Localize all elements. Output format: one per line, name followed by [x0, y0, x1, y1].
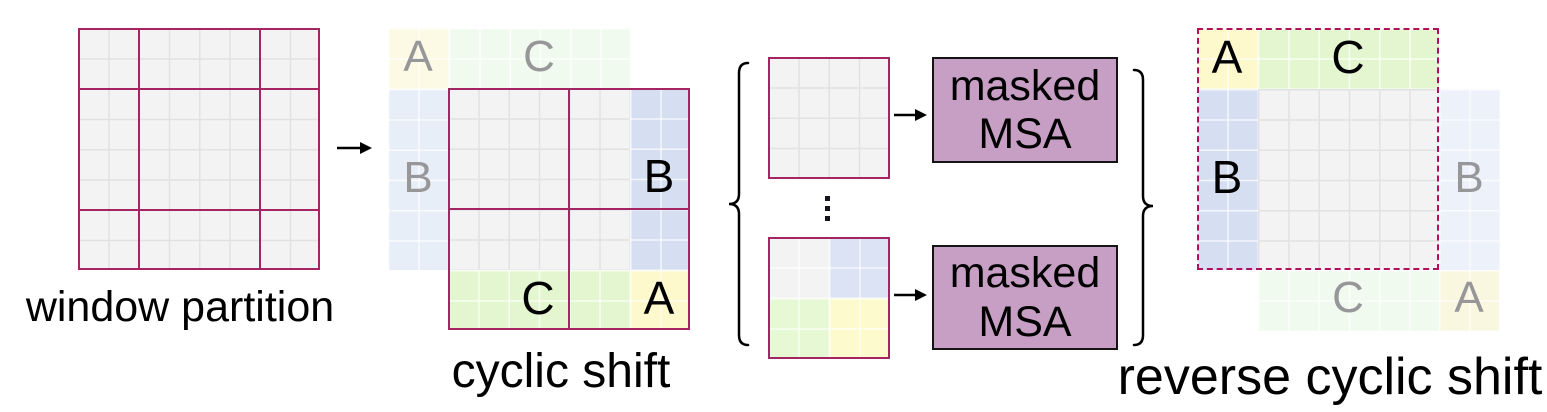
reverse-label-A: A	[1211, 31, 1243, 84]
reverse-region-gray	[1257, 88, 1439, 270]
arrow-right-icon	[337, 142, 372, 154]
right-curly-brace-icon	[1132, 68, 1154, 347]
batched-window-plain	[768, 57, 890, 179]
mixed-quadrant-yellow	[829, 298, 890, 359]
reverse-region-C	[1257, 28, 1439, 89]
cyclic-faded-region-B	[388, 88, 449, 270]
reverse-label-C: C	[1331, 31, 1365, 84]
cyclic-region-A	[629, 269, 690, 330]
window-partition-border	[78, 28, 320, 270]
partition-line-horizontal-1	[78, 87, 320, 90]
cyclic-label-A: A	[643, 272, 675, 325]
masked-msa-bottom-line1: masked	[949, 249, 1101, 298]
vertical-ellipsis-icon	[825, 196, 830, 221]
cyclic-region-C	[448, 269, 630, 330]
masked-msa-bottom-line2: MSA	[978, 297, 1072, 346]
masked-msa-box-bottom: masked MSA	[932, 245, 1118, 350]
batched-window-mixed	[768, 237, 890, 359]
cyclic-shift-grid	[448, 88, 690, 330]
cyclic-faded-label-A: A	[403, 32, 433, 82]
partition-line-horizontal-2	[78, 208, 320, 211]
masked-msa-top-line1: masked	[949, 61, 1101, 110]
reverse-faded-label-C: C	[1332, 273, 1364, 323]
reverse-region-B	[1197, 88, 1258, 270]
reverse-label-B: B	[1211, 151, 1243, 204]
cyclic-label-C: C	[521, 272, 555, 325]
cyclic-label-B: B	[643, 150, 675, 203]
cyclic-region-B	[629, 88, 690, 270]
cyclic-faded-label-C: C	[523, 32, 555, 82]
mixed-quadrant-gray	[768, 237, 829, 298]
reverse-cyclic-shift-label: reverse cyclic shift	[1117, 348, 1543, 406]
partition-line-vertical-1	[137, 28, 140, 270]
reverse-faded-region-B	[1439, 88, 1500, 270]
reverse-region-A	[1197, 28, 1258, 89]
mixed-quadrant-green	[768, 298, 829, 359]
partition-line-vertical-2	[258, 28, 261, 270]
arrow-right-icon	[894, 289, 927, 301]
window-partition-label: window partition	[25, 283, 335, 331]
batched-window-plain-border	[768, 57, 890, 179]
reverse-faded-region-A	[1438, 270, 1499, 331]
masked-msa-top-line2: MSA	[978, 110, 1072, 158]
left-curly-brace-icon	[728, 61, 750, 347]
window-partition-grid	[78, 28, 320, 270]
reverse-faded-region-C	[1257, 270, 1439, 331]
reverse-faded-label-B: B	[1454, 153, 1484, 203]
mixed-quadrant-blue	[829, 237, 890, 298]
reverse-shift-grid	[1197, 28, 1439, 270]
cyclic-shift-label: cyclic shift	[451, 345, 671, 398]
arrow-right-icon	[894, 109, 927, 121]
masked-msa-box-top: masked MSA	[932, 57, 1118, 163]
cyclic-faded-label-B: B	[403, 153, 433, 203]
cyclic-faded-region-A	[388, 28, 449, 89]
cyclic-faded-region-C	[448, 28, 630, 89]
reverse-faded-label-A: A	[1454, 273, 1484, 323]
